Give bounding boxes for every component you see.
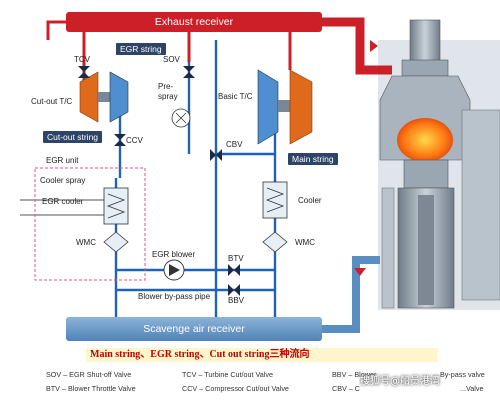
pre-spray-label: Pre- spray: [158, 82, 178, 101]
egr-unit-label: EGR unit: [46, 156, 79, 165]
egr-string-box: EGR string: [116, 43, 166, 55]
engine-cross-section: [378, 19, 500, 310]
legend-bbv: BBV – Blower: [332, 370, 377, 379]
legend-valve: ...Valve: [460, 384, 484, 393]
scavenge-air-receiver: Scavenge air receiver: [66, 317, 322, 341]
exhaust-duct: [322, 17, 392, 75]
watermark: 搜狐号@船员港湾: [360, 376, 440, 387]
cooler-spray-label: Cooler spray: [40, 176, 86, 185]
flow-arrows: [354, 40, 378, 276]
cooler-label: Cooler: [298, 196, 322, 205]
egr-cooler-label: EGR cooler: [42, 197, 84, 206]
legend-ccv: CCV – Compressor Cut/out Valve: [182, 384, 289, 393]
cutout-string-box: Cut-out string: [43, 131, 103, 143]
tcv-label: TCV: [74, 55, 90, 64]
cutout-turbocharger: [79, 71, 129, 123]
legend-sov: SOV – EGR Shut-off Valve: [46, 370, 132, 379]
scavenge-duct: [322, 256, 380, 333]
cbv-label: CBV: [226, 140, 243, 149]
legend-btv: BTV – Blower Throttle Valve: [46, 384, 136, 393]
blower-bypass-label: Blower by-pass pipe: [138, 292, 211, 301]
valves: [78, 66, 240, 296]
water-mist-catchers: [103, 231, 288, 253]
sov-label: SOV: [163, 55, 180, 64]
main-cooler: [262, 181, 288, 219]
wmc-left-label: WMC: [76, 238, 96, 247]
exhaust-receiver: Exhaust receiver: [66, 12, 322, 32]
egr-cooler: [103, 187, 129, 225]
basic-tc-label: Basic T/C: [218, 92, 253, 101]
btv-label: BTV: [228, 254, 244, 263]
bbv-label: BBV: [228, 296, 245, 305]
cutout-tc-label: Cut-out T/C: [31, 97, 73, 106]
legend-cbv: CBV – C: [332, 384, 360, 393]
egr-unit-boundary: [34, 167, 146, 281]
wmc-right-label: WMC: [295, 238, 315, 247]
legend-tcv: TCV – Turbine Cut/out Valve: [182, 370, 273, 379]
legend-bypass: By-pass valve: [440, 370, 485, 379]
basic-turbocharger: [257, 69, 313, 145]
main-string-box: Main string: [288, 153, 338, 165]
egr-blower-label: EGR blower: [152, 250, 196, 259]
ccv-label: CCV: [126, 136, 143, 145]
flow-caption: Main string、EGR string、Cut out string三种流…: [86, 348, 438, 362]
